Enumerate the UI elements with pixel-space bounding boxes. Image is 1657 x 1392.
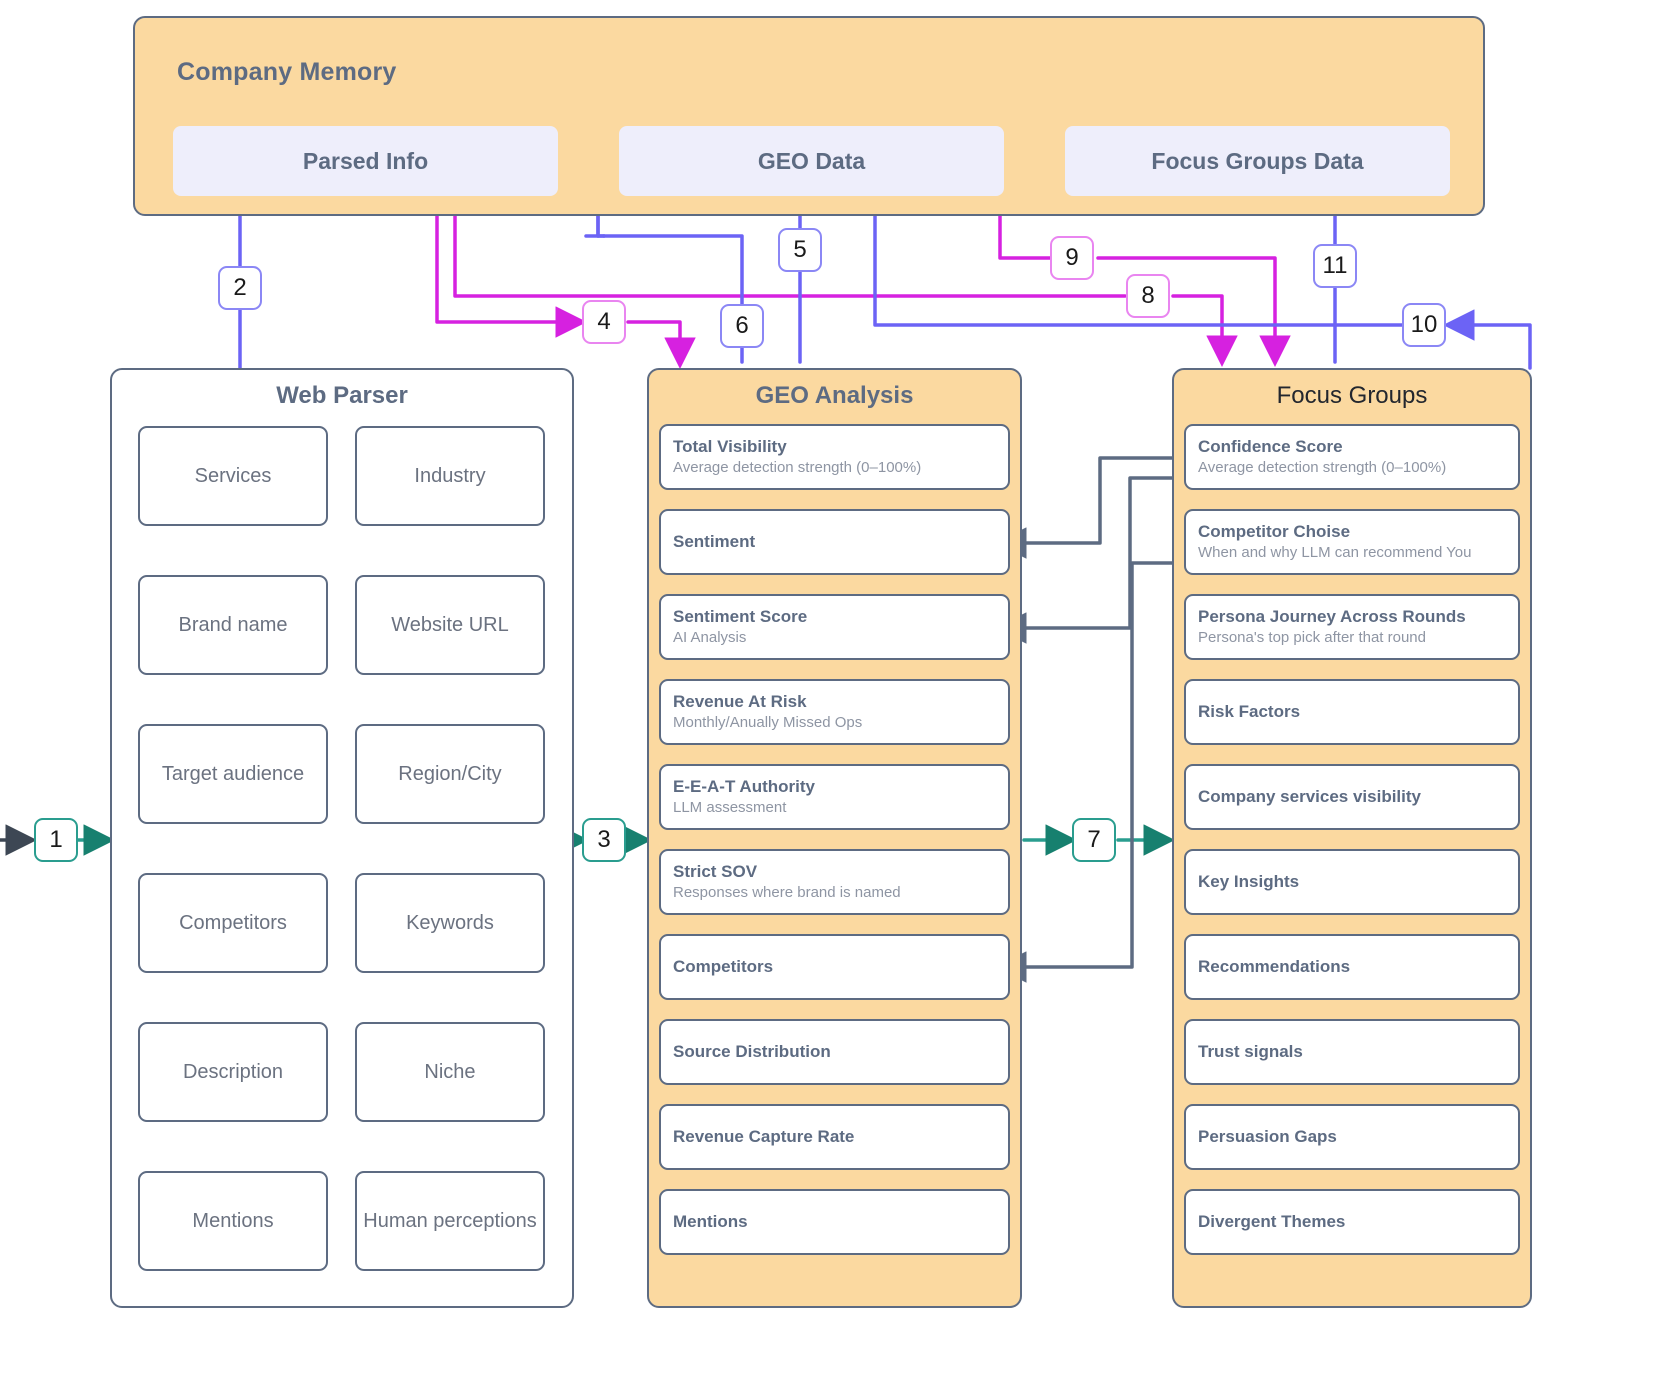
geo-analysis-row-source-distribution[interactable]: Source Distribution: [659, 1019, 1010, 1085]
row-title: E-E-A-T Authority: [673, 777, 815, 797]
web-parser-cell-region-city[interactable]: Region/City: [355, 724, 545, 824]
web-parser-cell-keywords[interactable]: Keywords: [355, 873, 545, 973]
memory-box-focus-groups-data[interactable]: Focus Groups Data: [1065, 126, 1450, 196]
memory-box-parsed-info[interactable]: Parsed Info: [173, 126, 558, 196]
focus-groups-title: Focus Groups: [1276, 382, 1428, 409]
connector-badge-9[interactable]: 9: [1050, 236, 1094, 280]
row-subtitle: When and why LLM can recommend You: [1198, 543, 1472, 561]
focus-groups-row-divergent-themes[interactable]: Divergent Themes: [1184, 1189, 1520, 1255]
connector-badge-6[interactable]: 6: [720, 304, 764, 348]
row-subtitle: Average detection strength (0–100%): [673, 458, 922, 476]
connector-badge-4[interactable]: 4: [582, 300, 626, 344]
connector-badge-3[interactable]: 3: [582, 818, 626, 862]
web-parser-cell-competitors[interactable]: Competitors: [138, 873, 328, 973]
row-title: Sentiment: [673, 532, 756, 552]
focus-groups-row-company-services-visibility[interactable]: Company services visibility: [1184, 764, 1520, 830]
row-title: Trust signals: [1198, 1042, 1303, 1062]
geo-analysis-row-mentions[interactable]: Mentions: [659, 1189, 1010, 1255]
focus-groups-row-risk-factors[interactable]: Risk Factors: [1184, 679, 1520, 745]
row-title: Strict SOV: [673, 862, 758, 882]
company-memory-title: Company Memory: [177, 58, 397, 86]
connector-badge-8[interactable]: 8: [1126, 274, 1170, 318]
geo-analysis-title: GEO Analysis: [755, 382, 914, 409]
row-title: Revenue Capture Rate: [673, 1127, 855, 1147]
company-memory-panel: Company Memory Parsed Info GEO Data Focu…: [133, 16, 1485, 216]
connector-badge-1[interactable]: 1: [34, 818, 78, 862]
row-title: Revenue At Risk: [673, 692, 807, 712]
row-title: Risk Factors: [1198, 702, 1301, 722]
row-title: Divergent Themes: [1198, 1212, 1346, 1232]
connector-badge-7[interactable]: 7: [1072, 818, 1116, 862]
focus-groups-row-key-insights[interactable]: Key Insights: [1184, 849, 1520, 915]
row-title: Sentiment Score: [673, 607, 808, 627]
web-parser-cell-industry[interactable]: Industry: [355, 426, 545, 526]
focus-groups-row-persuasion-gaps[interactable]: Persuasion Gaps: [1184, 1104, 1520, 1170]
web-parser-cell-target-audience[interactable]: Target audience: [138, 724, 328, 824]
connector-badge-11[interactable]: 11: [1313, 244, 1357, 288]
memory-box-geo-data[interactable]: GEO Data: [619, 126, 1004, 196]
row-subtitle: Persona's top pick after that round: [1198, 628, 1426, 646]
focus-groups-row-recommendations[interactable]: Recommendations: [1184, 934, 1520, 1000]
row-title: Competitor Choise: [1198, 522, 1351, 542]
web-parser-title: Web Parser: [276, 382, 408, 409]
row-title: Persuasion Gaps: [1198, 1127, 1337, 1147]
row-subtitle: Responses where brand is named: [673, 883, 901, 901]
row-subtitle: LLM assessment: [673, 798, 787, 816]
web-parser-cell-brand-name[interactable]: Brand name: [138, 575, 328, 675]
row-subtitle: Monthly/Anually Missed Ops: [673, 713, 863, 731]
connector-badge-2[interactable]: 2: [218, 266, 262, 310]
web-parser-cell-human-perceptions[interactable]: Human perceptions: [355, 1171, 545, 1271]
web-parser-cell-website-url[interactable]: Website URL: [355, 575, 545, 675]
web-parser-cell-mentions[interactable]: Mentions: [138, 1171, 328, 1271]
focus-groups-row-trust-signals[interactable]: Trust signals: [1184, 1019, 1520, 1085]
connector-badge-5[interactable]: 5: [778, 228, 822, 272]
row-title: Company services visibility: [1198, 787, 1421, 807]
web-parser-cell-services[interactable]: Services: [138, 426, 328, 526]
geo-analysis-row-competitors[interactable]: Competitors: [659, 934, 1010, 1000]
row-title: Recommendations: [1198, 957, 1351, 977]
row-title: Persona Journey Across Rounds: [1198, 607, 1466, 627]
row-title: Confidence Score: [1198, 437, 1343, 457]
row-title: Competitors: [673, 957, 774, 977]
connector-badge-10[interactable]: 10: [1402, 303, 1446, 347]
web-parser-cell-niche[interactable]: Niche: [355, 1022, 545, 1122]
row-subtitle: AI Analysis: [673, 628, 747, 646]
row-title: Source Distribution: [673, 1042, 831, 1062]
geo-analysis-row-sentiment[interactable]: Sentiment: [659, 509, 1010, 575]
row-title: Mentions: [673, 1212, 748, 1232]
row-title: Key Insights: [1198, 872, 1300, 892]
geo-analysis-row-revenue-capture-rate[interactable]: Revenue Capture Rate: [659, 1104, 1010, 1170]
row-title: Total Visibility: [673, 437, 787, 457]
web-parser-cell-description[interactable]: Description: [138, 1022, 328, 1122]
row-subtitle: Average detection strength (0–100%): [1198, 458, 1447, 476]
